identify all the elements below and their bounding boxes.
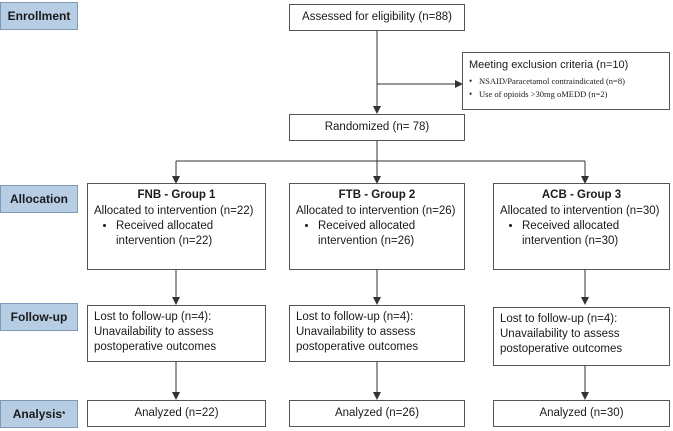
stage-allocation-label: Allocation xyxy=(9,192,68,206)
group2-lost: Lost to follow-up (n=4): xyxy=(296,311,414,323)
group3-analyzed: Analyzed (n=30) xyxy=(539,407,624,419)
group1-analysis-box: Analyzed (n=22) xyxy=(87,400,266,427)
stage-followup: Follow-up xyxy=(0,303,78,331)
group1-followup-box: Lost to follow-up (n=4): Unavailability … xyxy=(87,305,266,362)
group1-lost-reason: Unavailability to assess postoperative o… xyxy=(94,326,217,353)
group2-analyzed: Analyzed (n=26) xyxy=(334,407,420,419)
group3-allocation-box: ACB - Group 3 Allocated to intervention … xyxy=(493,183,670,270)
exclusion-item: Use of opioids >30mg oMEDD (n=2) xyxy=(469,88,663,101)
group2-allocated: Allocated to intervention (n=26) xyxy=(296,205,456,217)
group1-allocated: Allocated to intervention (n=22) xyxy=(94,205,254,217)
randomized-text: Randomized (n= 78) xyxy=(324,121,430,133)
group2-analysis-box: Analyzed (n=26) xyxy=(289,400,465,427)
stage-enrollment: Enrollment xyxy=(0,2,78,30)
stage-followup-label: Follow-up xyxy=(10,310,68,324)
group3-received: Received allocated intervention (n=30) xyxy=(522,219,663,249)
exclusion-item: NSAID/Paracetamol contraindicated (n=8) xyxy=(469,75,663,88)
group1-received: Received allocated intervention (n=22) xyxy=(116,219,259,249)
group3-followup-box: Lost to follow-up (n=4): Unavailability … xyxy=(493,307,670,366)
stage-analysis-label: Analysis xyxy=(12,407,63,421)
group1-title: FNB - Group 1 xyxy=(137,189,216,201)
group2-title: FTB - Group 2 xyxy=(338,189,416,201)
group3-title: ACB - Group 3 xyxy=(541,189,622,201)
group1-lost: Lost to follow-up (n=4): xyxy=(94,311,212,323)
group3-allocated: Allocated to intervention (n=30) xyxy=(500,205,660,217)
analysis-footnote-mark: * xyxy=(62,409,66,419)
exclusion-box: Meeting exclusion criteria (n=10) NSAID/… xyxy=(462,52,670,110)
group3-lost-reason: Unavailability to assess postoperative o… xyxy=(500,328,623,355)
eligibility-box: Assessed for eligibility (n=88) xyxy=(289,4,465,31)
eligibility-text: Assessed for eligibility (n=88) xyxy=(302,11,452,23)
group1-analyzed: Analyzed (n=22) xyxy=(134,407,219,419)
group2-followup-box: Lost to follow-up (n=4): Unavailability … xyxy=(289,305,465,362)
group2-lost-reason: Unavailability to assess postoperative o… xyxy=(296,326,419,353)
group1-allocation-box: FNB - Group 1 Allocated to intervention … xyxy=(87,183,266,270)
exclusion-title: Meeting exclusion criteria (n=10) xyxy=(469,59,629,71)
stage-allocation: Allocation xyxy=(0,185,78,213)
stage-enrollment-label: Enrollment xyxy=(7,9,71,23)
randomized-box: Randomized (n= 78) xyxy=(289,114,465,141)
group3-analysis-box: Analyzed (n=30) xyxy=(493,400,670,427)
group3-lost: Lost to follow-up (n=4): xyxy=(500,313,618,325)
group2-received: Received allocated intervention (n=26) xyxy=(318,219,458,249)
group2-allocation-box: FTB - Group 2 Allocated to intervention … xyxy=(289,183,465,270)
stage-analysis: Analysis* xyxy=(0,400,78,428)
